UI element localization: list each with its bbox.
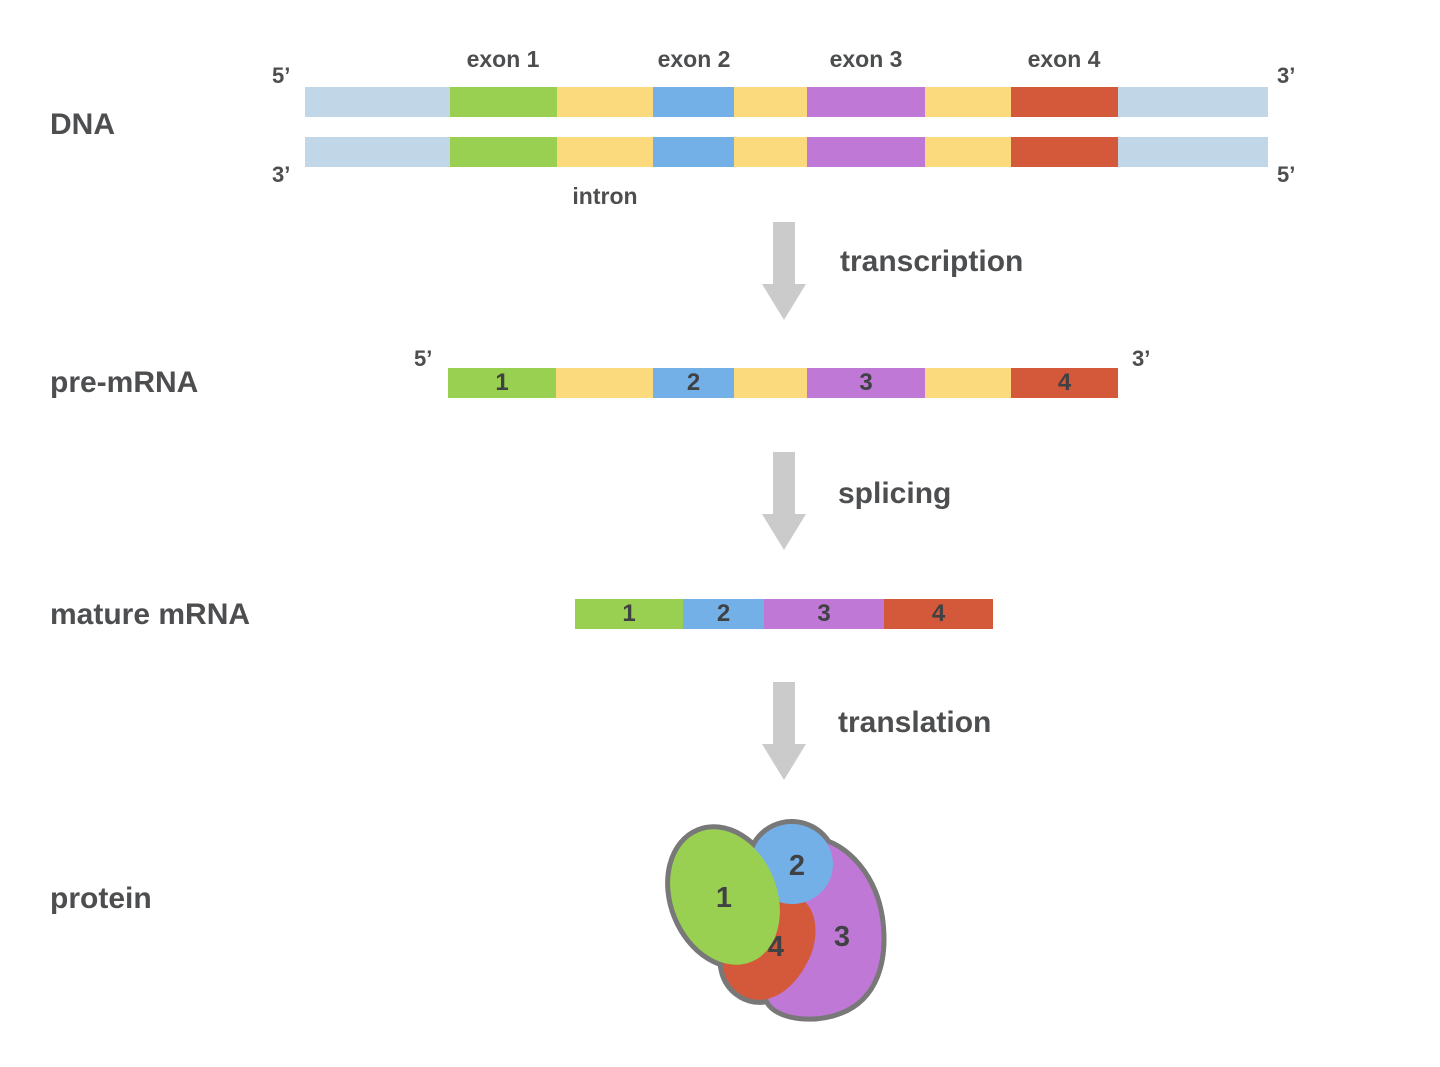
protein-illustration: 1 2 3 4	[665, 818, 887, 1022]
transcription-down-arrow-icon	[762, 222, 806, 320]
segment-number: 1	[622, 600, 636, 627]
segment-green	[450, 137, 557, 167]
segment-yellow	[734, 368, 807, 398]
dna-label: DNA	[50, 108, 115, 141]
segment-number: 4	[1057, 369, 1072, 396]
protein-lobe-3-number: 3	[834, 921, 850, 953]
protein-lobe-1	[670, 829, 780, 965]
segment-red	[1011, 137, 1118, 167]
segment-blue: 2	[653, 368, 734, 398]
exon-label-4: exon 4	[1027, 46, 1101, 72]
segment-number: 3	[817, 600, 831, 627]
splicing-label: splicing	[838, 477, 952, 510]
segment-yellow	[557, 137, 653, 167]
segment-purple	[807, 137, 925, 167]
segment-red: 4	[884, 599, 993, 629]
dna-bottom-strand	[305, 137, 1268, 167]
mature-mrna-bar: 1 2 3 4	[575, 599, 993, 629]
pre-mrna-bar: 1 2 3 4	[448, 368, 1118, 398]
dna-top-strand	[305, 87, 1268, 117]
mature-mrna-label: mature mRNA	[50, 598, 251, 631]
segment-blue	[653, 137, 734, 167]
translation-label: translation	[838, 706, 992, 739]
segment-number: 4	[931, 600, 946, 627]
exon-label-3: exon 3	[829, 46, 903, 72]
segment-lightblue	[305, 137, 450, 167]
segment-yellow	[556, 368, 653, 398]
segment-red	[1011, 87, 1118, 117]
exon-label-1: exon 1	[466, 46, 540, 72]
dna-top-right-prime: 3’	[1277, 63, 1296, 88]
segment-red: 4	[1011, 368, 1118, 398]
segment-yellow	[557, 87, 653, 117]
segment-purple: 3	[807, 368, 925, 398]
segment-yellow	[925, 87, 1011, 117]
segment-yellow	[925, 137, 1011, 167]
segment-number: 3	[859, 369, 873, 396]
protein-lobe-1-number: 1	[716, 882, 732, 914]
pre-mrna-left-prime: 5’	[414, 346, 433, 371]
pre-mrna-right-prime: 3’	[1132, 346, 1151, 371]
segment-lightblue	[1118, 87, 1268, 117]
dna-bottom-right-prime: 5’	[1277, 162, 1296, 187]
exon-label-2: exon 2	[657, 46, 731, 72]
pre-mrna-label: pre-mRNA	[50, 366, 199, 399]
segment-green: 1	[448, 368, 556, 398]
protein-lobe-2-number: 2	[789, 850, 805, 882]
segment-yellow	[734, 137, 807, 167]
segment-purple	[807, 87, 925, 117]
translation-down-arrow-icon	[762, 682, 806, 780]
segment-number: 1	[495, 369, 509, 396]
intron-label: intron	[572, 183, 638, 209]
segment-lightblue	[305, 87, 450, 117]
protein-label: protein	[50, 882, 152, 915]
splicing-down-arrow-icon	[762, 452, 806, 550]
dna-bottom-left-prime: 3’	[272, 162, 291, 187]
segment-number: 2	[716, 600, 731, 627]
segment-green	[450, 87, 557, 117]
segment-lightblue	[1118, 137, 1268, 167]
segment-green: 1	[575, 599, 683, 629]
protein-lobe-4-number: 4	[768, 931, 784, 963]
segment-yellow	[925, 368, 1011, 398]
segment-number: 2	[686, 369, 701, 396]
segment-blue: 2	[683, 599, 764, 629]
transcription-label: transcription	[840, 245, 1024, 278]
segment-purple: 3	[764, 599, 884, 629]
segment-blue	[653, 87, 734, 117]
segment-yellow	[734, 87, 807, 117]
dna-top-left-prime: 5’	[272, 63, 291, 88]
